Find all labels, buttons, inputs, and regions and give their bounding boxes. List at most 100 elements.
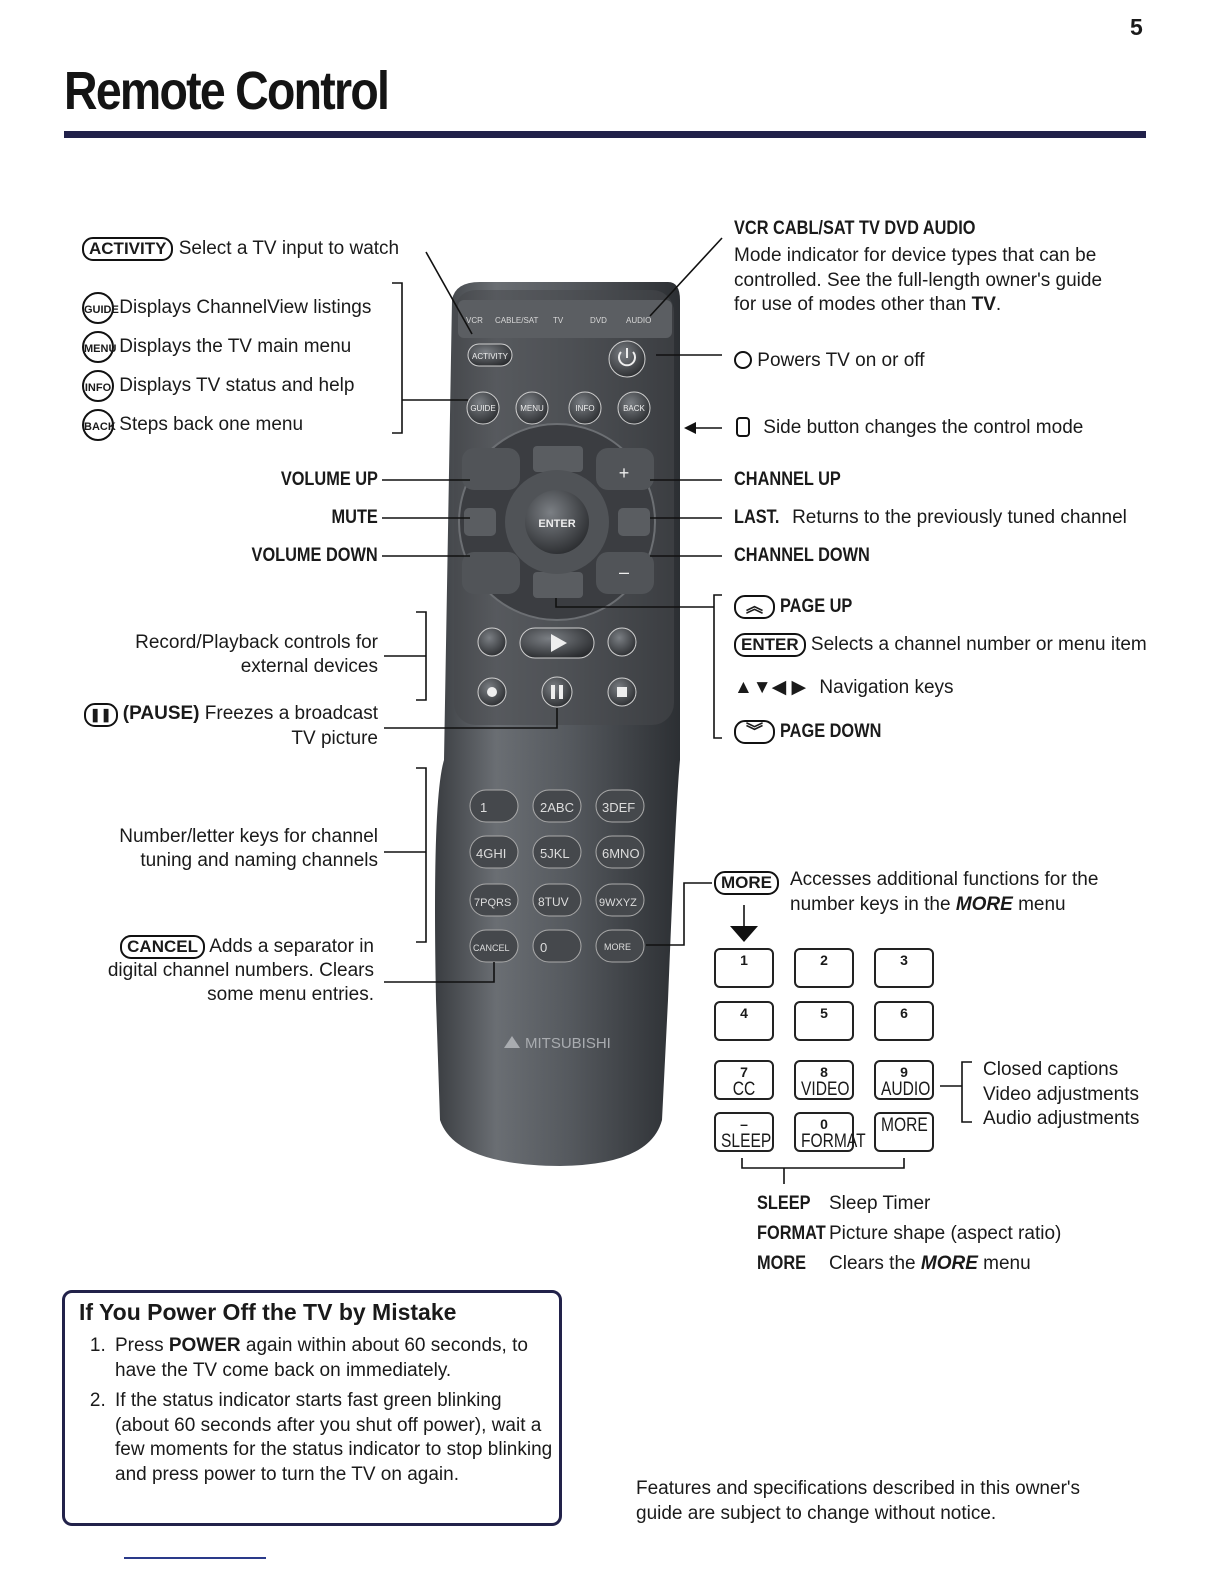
back-key-label: BACK xyxy=(82,409,116,441)
page-up-icon: ︽ xyxy=(734,595,775,619)
volume-up-label: VOLUME UP xyxy=(280,469,378,490)
page-down-label: PAGE DOWN xyxy=(780,721,882,742)
remote-volume-down xyxy=(462,552,520,594)
svg-text:BACK: BACK xyxy=(623,404,645,413)
number-line-1: Number/letter keys for channel xyxy=(119,826,378,847)
number-line-2: tuning and naming channels xyxy=(140,850,378,871)
box-item-2: If the status indicator starts fast gree… xyxy=(111,1389,559,1487)
svg-text:CANCEL: CANCEL xyxy=(473,943,510,953)
cancel-line-3: some menu entries. xyxy=(207,984,374,1005)
last-annotation: LAST. Returns to the previously tuned ch… xyxy=(734,506,1127,530)
navigation-arrows-icon: ▲▼◀ ▶ xyxy=(734,677,807,698)
remote-info-button xyxy=(568,391,602,425)
remote-back-button xyxy=(617,391,651,425)
side-button-description: Side button changes the control mode xyxy=(763,417,1084,438)
mode-line-2: controlled. See the full-length owner's … xyxy=(734,269,1103,291)
mute-label: MUTE xyxy=(331,507,378,528)
svg-text:ACTIVITY: ACTIVITY xyxy=(472,352,509,361)
remote-enter-button xyxy=(525,490,589,554)
box-title: If You Power Off the TV by Mistake xyxy=(79,1299,457,1325)
svg-text:7PQRS: 7PQRS xyxy=(474,897,511,909)
number-keys-annotation: Number/letter keys for channel tuning an… xyxy=(119,825,378,873)
remote-mute xyxy=(464,508,496,536)
activity-description: Select a TV input to watch xyxy=(178,238,400,259)
page-down-icon: ︾ xyxy=(734,720,775,744)
svg-text:MORE: MORE xyxy=(604,942,631,952)
channel-down-label: CHANNEL DOWN xyxy=(734,545,870,566)
back-annotation: BACK Steps back one menu xyxy=(82,409,303,441)
pause-line-2: TV picture xyxy=(291,728,378,749)
navigation-description: Navigation keys xyxy=(819,677,954,698)
pause-line-1: Freezes a broadcast xyxy=(204,703,378,724)
mode-line-1: Mode indicator for device types that can… xyxy=(734,245,1097,266)
svg-text:INFO: INFO xyxy=(575,404,594,413)
svg-text:1: 1 xyxy=(480,800,487,815)
remote-channel-down xyxy=(596,552,654,594)
remote-mode-audio: AUDIO xyxy=(626,316,651,325)
remote-key-9 xyxy=(595,883,645,917)
keypad-key-3: 3 xyxy=(874,948,934,988)
cancel-annotation: CANCEL Adds a separator in digital chann… xyxy=(108,935,374,1007)
remote-rewind-button xyxy=(477,627,507,657)
page-down-annotation: ︾ PAGE DOWN xyxy=(734,720,898,744)
remote-mode-vcr: VCR xyxy=(466,316,483,325)
pause-key-label: (PAUSE) xyxy=(122,703,200,724)
svg-text:0: 0 xyxy=(540,940,547,955)
keypad-key-more: MORE xyxy=(874,1112,934,1152)
channel-up-label: CHANNEL UP xyxy=(734,469,841,490)
power-icon xyxy=(618,348,636,367)
keypad-key-1: 1 xyxy=(714,948,774,988)
guide-annotation: GUIDE Displays ChannelView listings xyxy=(82,292,371,324)
remote-page-down xyxy=(533,572,583,598)
activity-key-label: ACTIVITY xyxy=(82,237,174,261)
remote-key-4 xyxy=(469,835,519,869)
mode-line-3: for use of modes other than TV. xyxy=(734,294,1002,315)
remote-pause-button xyxy=(541,676,573,708)
footer-line-1: Features and specifications described in… xyxy=(636,1478,1081,1499)
title-rule xyxy=(64,131,1146,138)
menu-annotation: MENU Displays the TV main menu xyxy=(82,331,351,363)
keypad-key-dash-sleep: –SLEEP xyxy=(714,1112,774,1152)
info-description: Displays TV status and help xyxy=(119,375,355,397)
navigation-annotation: ▲▼◀ ▶ Navigation keys xyxy=(734,676,954,700)
remote-ffwd-button xyxy=(607,627,637,657)
pause-annotation: ❚❚ (PAUSE) Freezes a broadcast TV pictur… xyxy=(83,702,378,751)
note-video-adjustments: Video adjustments xyxy=(983,1083,1139,1105)
mode-indicator-label: VCR CABL/SAT TV DVD AUDIO xyxy=(734,218,976,239)
note-closed-captions: Closed captions xyxy=(983,1059,1119,1080)
remote-last xyxy=(618,508,650,536)
keypad-key-2: 2 xyxy=(794,948,854,988)
svg-text:3DEF: 3DEF xyxy=(602,800,635,815)
more-key-label: MORE xyxy=(714,871,779,895)
keypad-notes: Closed captions Video adjustments Audio … xyxy=(983,1058,1139,1132)
remote-key-7 xyxy=(469,883,519,917)
keypad-key-6: 6 xyxy=(874,1001,934,1041)
remote-key-0 xyxy=(532,929,582,963)
remote-page-up xyxy=(533,446,583,472)
remote-activity-button xyxy=(467,343,513,367)
pause-key-icon: ❚❚ xyxy=(83,703,118,727)
enter-annotation: ENTER Selects a channel number or menu i… xyxy=(734,633,1147,657)
page-number: 5 xyxy=(1130,14,1143,40)
volume-down-label: VOLUME DOWN xyxy=(251,545,378,566)
enter-key-label: ENTER xyxy=(734,633,806,657)
svg-text:6MNO: 6MNO xyxy=(602,846,640,861)
activity-annotation: ACTIVITY Select a TV input to watch xyxy=(82,237,399,261)
remote-key-3 xyxy=(595,789,645,823)
power-description: Powers TV on or off xyxy=(757,350,925,371)
remote-mode-cablesat: CABLE/SAT xyxy=(495,316,539,325)
info-key-label: INFO xyxy=(82,370,114,402)
svg-text:MENU: MENU xyxy=(520,404,544,413)
remote-channel-up xyxy=(596,448,654,490)
svg-text:ENTER: ENTER xyxy=(538,518,575,530)
record-playback-annotation: Record/Playback controls for external de… xyxy=(135,631,378,679)
page-up-label: PAGE UP xyxy=(780,596,853,617)
more-description: Accesses additional functions for the nu… xyxy=(790,868,1098,917)
